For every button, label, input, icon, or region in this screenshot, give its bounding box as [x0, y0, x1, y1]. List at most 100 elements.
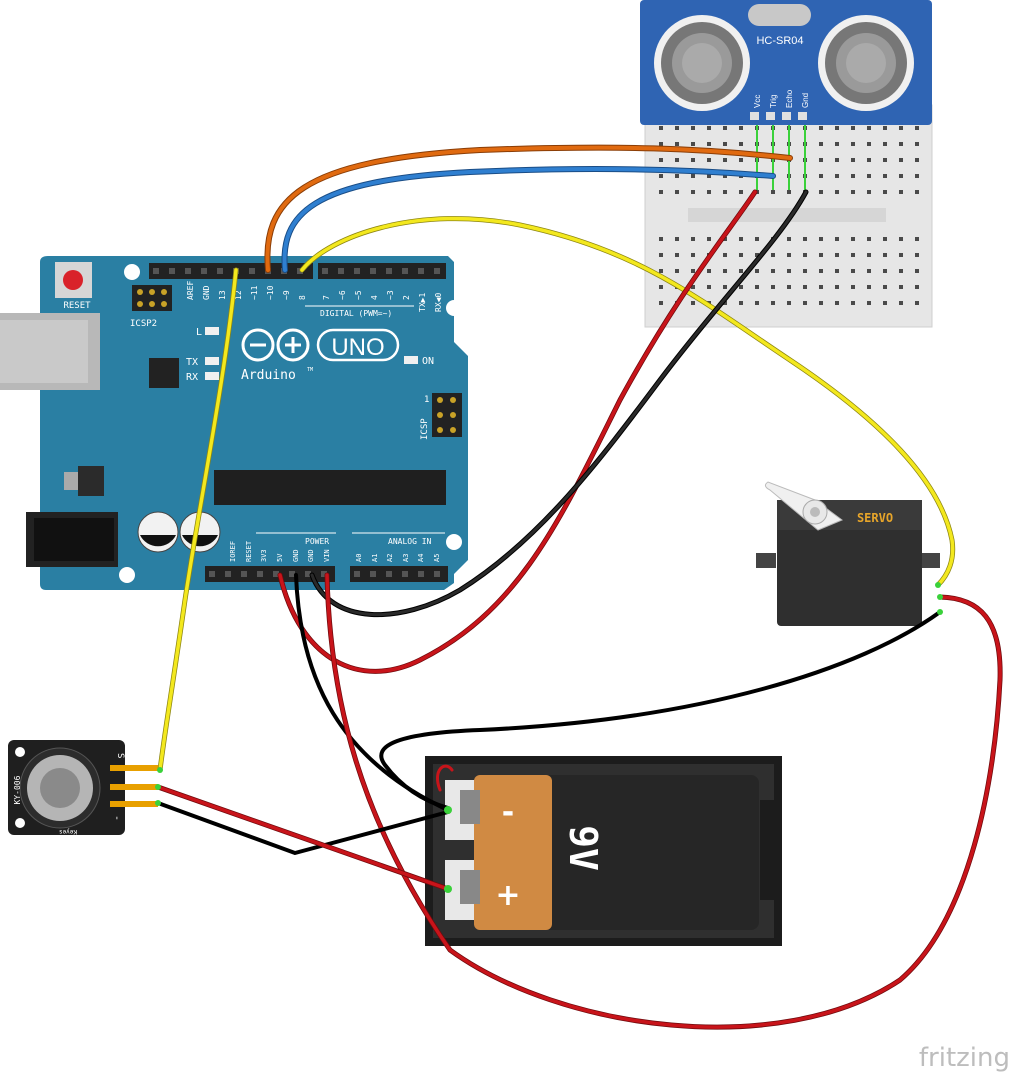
hole	[835, 285, 839, 289]
reset-button[interactable]	[55, 262, 92, 298]
hole	[691, 253, 695, 257]
hole	[739, 301, 743, 305]
buzzer-brand: Keyes	[59, 828, 77, 835]
sensor-pin-label: Gnd	[801, 93, 810, 108]
hole	[739, 126, 743, 130]
hole	[723, 269, 727, 273]
digital-section-label: DIGITAL (PWM=~)	[320, 309, 392, 318]
hole	[867, 174, 871, 178]
hole	[883, 237, 887, 241]
hole	[915, 253, 919, 257]
voltage-regulator	[64, 466, 104, 496]
hole	[209, 571, 215, 577]
hole	[418, 571, 424, 577]
digital-pin-label: ~11	[250, 285, 259, 300]
hole	[899, 142, 903, 146]
led-l-label: L	[196, 327, 202, 338]
power-pin-label: RESET	[245, 540, 253, 562]
analog-pin-label: A1	[371, 554, 379, 562]
hole	[402, 571, 408, 577]
hole	[771, 253, 775, 257]
digital-pin-label: RX◀0	[434, 293, 443, 312]
hole	[771, 269, 775, 273]
hole	[867, 253, 871, 257]
hole	[659, 142, 663, 146]
digital-pin-label: 8	[298, 295, 307, 300]
hole	[675, 158, 679, 162]
atmega-chip	[214, 470, 446, 505]
hole	[915, 126, 919, 130]
hole	[659, 126, 663, 130]
hole	[899, 237, 903, 241]
led-rx	[205, 372, 219, 380]
hole	[675, 253, 679, 257]
digital-pin-label: ~3	[386, 290, 395, 300]
uno-logo-frame	[316, 328, 400, 362]
hole	[787, 190, 791, 194]
analog-pin-label: A4	[417, 554, 425, 562]
hole	[273, 571, 279, 577]
buzzer-module: KY-006 Keyes S -	[8, 740, 158, 835]
hole	[723, 142, 727, 146]
hole	[169, 268, 175, 274]
hole	[915, 174, 919, 178]
hole	[867, 142, 871, 146]
hole	[851, 174, 855, 178]
led-l	[205, 327, 219, 335]
hole	[739, 237, 743, 241]
hole	[851, 158, 855, 162]
hole	[434, 571, 440, 577]
hole	[835, 190, 839, 194]
led-tx	[205, 357, 219, 365]
power-pin-label: GND	[307, 549, 315, 562]
hole	[851, 190, 855, 194]
hole	[659, 237, 663, 241]
hole	[819, 126, 823, 130]
analog-pin-label: A5	[433, 554, 441, 562]
led-on	[404, 356, 418, 364]
wire-red-buzzer	[156, 785, 450, 891]
hole	[771, 285, 775, 289]
hole	[675, 142, 679, 146]
hole	[386, 571, 392, 577]
hole	[851, 301, 855, 305]
hole	[883, 301, 887, 305]
sensor-pin-label: Vcc	[753, 95, 762, 108]
battery-minus-label: -	[502, 795, 514, 830]
capacitor	[179, 511, 221, 553]
digital-pin-label: AREF	[186, 281, 195, 300]
hole	[819, 190, 823, 194]
digital-pin-label: 12	[234, 290, 243, 300]
arduino-uno-board: RESET ICSP2 L TX RX ON	[0, 256, 468, 590]
led-rx-label: RX	[186, 372, 198, 383]
hole	[803, 253, 807, 257]
wire-red-vcc	[278, 190, 757, 674]
battery-clip-wire	[436, 764, 454, 792]
hole	[899, 190, 903, 194]
hole	[883, 174, 887, 178]
analog-section-label: ANALOG IN	[388, 537, 432, 546]
hole	[659, 174, 663, 178]
hole	[707, 174, 711, 178]
hole	[867, 126, 871, 130]
hole	[418, 268, 424, 274]
hole	[851, 269, 855, 273]
model-name: UNO	[331, 334, 384, 361]
servo-label: SERVO	[857, 511, 893, 525]
wire-blue-echo	[282, 167, 775, 272]
hole	[386, 268, 392, 274]
battery-9v	[460, 775, 759, 930]
hole	[370, 571, 376, 577]
hole	[867, 301, 871, 305]
capacitor	[137, 511, 179, 553]
wires	[155, 144, 1003, 1030]
battery-voltage: 9V	[561, 825, 605, 871]
buzzer-pin-minus-label: -	[111, 815, 122, 821]
hole	[899, 126, 903, 130]
hole	[755, 285, 759, 289]
hole	[659, 253, 663, 257]
hole	[691, 237, 695, 241]
icsp2-label: ICSP2	[130, 319, 157, 329]
hole	[675, 237, 679, 241]
hole	[217, 268, 223, 274]
